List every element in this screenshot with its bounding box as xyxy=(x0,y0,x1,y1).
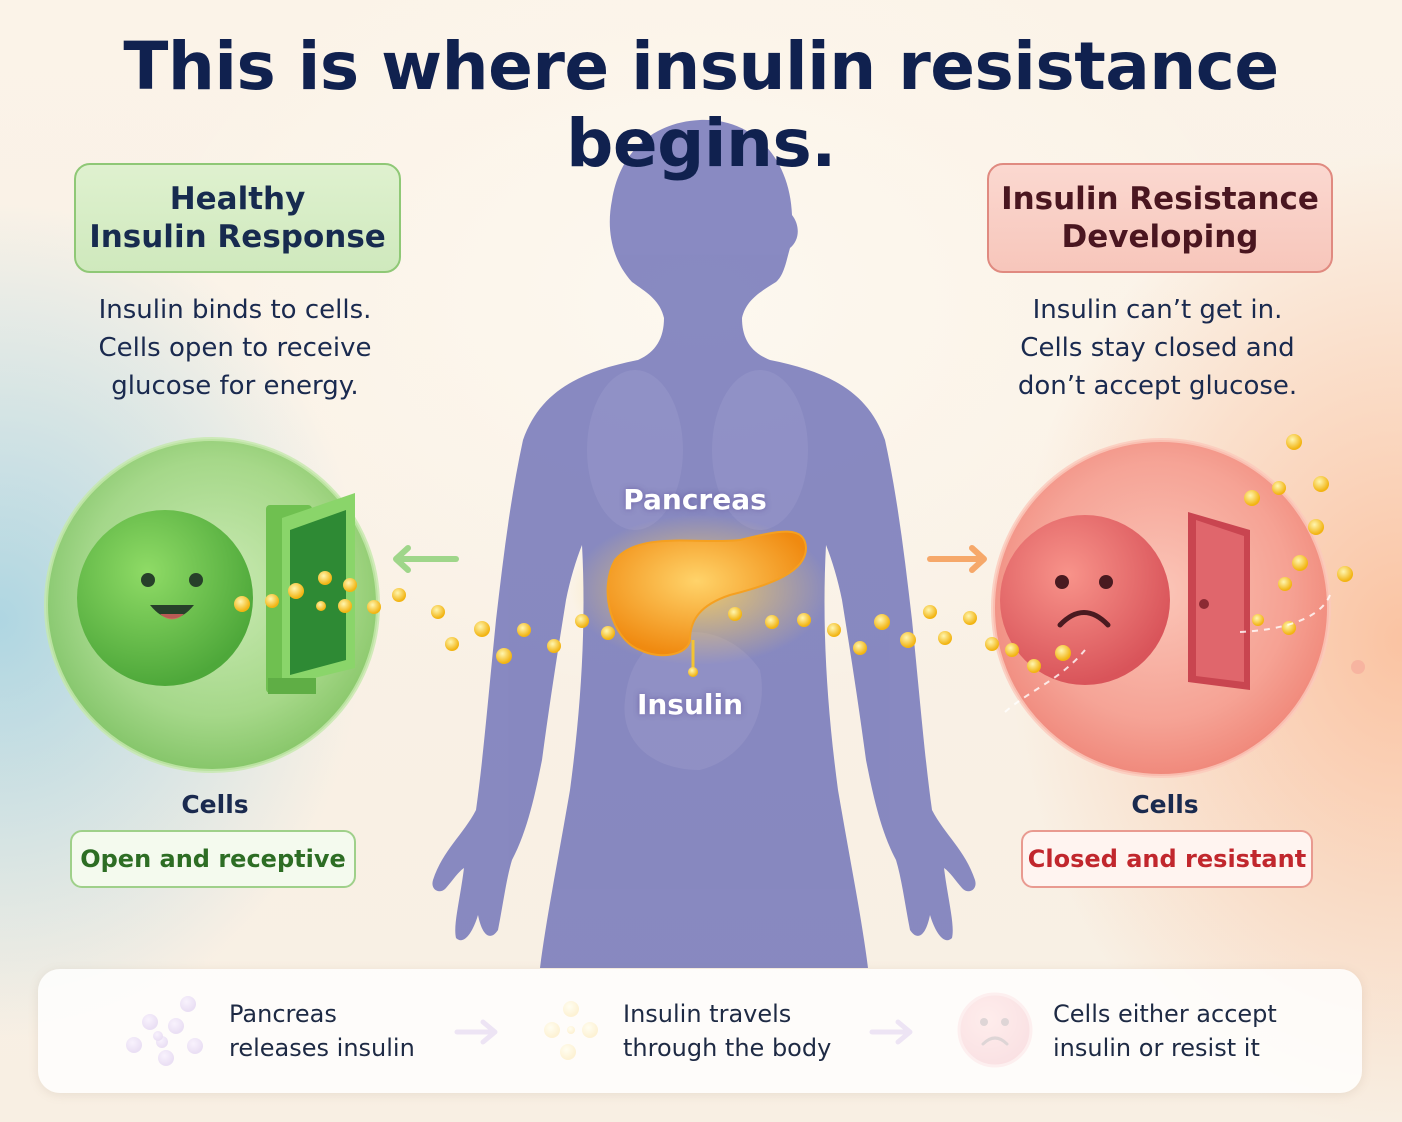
healthy-status-badge: Open and receptive xyxy=(70,830,356,888)
legend-step-1: Pancreas releases insulin xyxy=(229,1000,415,1062)
rejection-trail-2 xyxy=(1239,594,1331,633)
process-legend xyxy=(38,969,1362,1093)
healthy-heading-text: Healthy Insulin Response xyxy=(89,181,386,255)
page-title: This is where insulin resistance begins. xyxy=(123,28,1279,182)
healthy-status-text: Open and receptive xyxy=(80,845,346,873)
resistant-cells-label: Cells xyxy=(1131,790,1199,819)
legend-step-3: Cells either accept insulin or resist it xyxy=(1053,1000,1277,1062)
healthy-description: Insulin binds to cells. Cells open to re… xyxy=(98,295,372,401)
happy-cell-icon xyxy=(77,510,253,686)
healthy-response-heading: Healthy Insulin Response xyxy=(74,163,401,273)
pancreas-icon xyxy=(570,515,830,677)
resistant-status-badge: Closed and resistant xyxy=(1021,830,1313,888)
sad-cell-icon xyxy=(1000,515,1170,685)
right-arrow-icon xyxy=(927,545,987,573)
open-door-icon xyxy=(266,493,355,694)
legend-step-2: Insulin travels through the body xyxy=(623,1000,832,1062)
resistance-description: Insulin can’t get in. Cells stay closed … xyxy=(1017,295,1298,401)
closed-door-icon xyxy=(1188,512,1250,690)
healthy-cells-label: Cells xyxy=(181,790,249,819)
bouncing-particle xyxy=(1351,660,1365,674)
resistance-heading-text: Insulin Resistance Developing xyxy=(1001,181,1319,255)
insulin-label: Insulin xyxy=(636,688,744,721)
rejection-trail xyxy=(1004,649,1086,713)
resistant-status-text: Closed and resistant xyxy=(1027,845,1307,873)
insulin-particles xyxy=(234,434,1353,673)
pancreas-label: Pancreas xyxy=(623,483,767,516)
left-arrow-icon xyxy=(393,545,459,573)
resistance-heading: Insulin Resistance Developing xyxy=(987,163,1333,273)
